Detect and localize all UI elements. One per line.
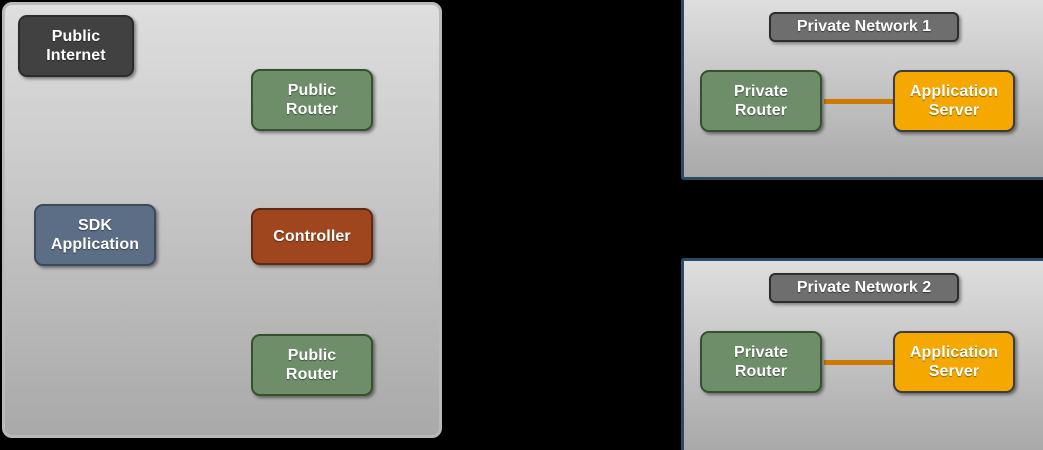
- private-network-1-badge-label: Private Network 1: [796, 18, 932, 35]
- node-private-router-2-line2: Router: [734, 363, 788, 380]
- node-application-server-2-line2: Server: [928, 363, 980, 380]
- node-application-server-1-line1: Application: [909, 83, 999, 100]
- node-private-router-1-label: Private Router: [734, 82, 788, 120]
- node-application-server-2-label: Application Server: [910, 343, 998, 381]
- node-application-server-2-line1: Application: [909, 344, 999, 361]
- node-sdk-application[interactable]: SDK Application: [34, 204, 156, 266]
- node-sdk-application-line1: SDK: [77, 217, 113, 234]
- node-public-internet-line2: Internet: [46, 47, 106, 64]
- node-public-router-top-label: Public Router: [286, 81, 338, 119]
- node-sdk-application-line2: Application: [50, 236, 140, 253]
- node-private-router-1[interactable]: Private Router: [700, 70, 822, 132]
- private-network-2-badge-label: Private Network 2: [796, 279, 932, 296]
- link-private-router-1-to-application-server-1: [824, 99, 904, 104]
- node-private-router-1-line1: Private: [733, 83, 789, 100]
- node-private-router-2-label: Private Router: [734, 343, 788, 381]
- node-public-router-bottom-line2: Router: [285, 366, 339, 383]
- node-public-router-top[interactable]: Public Router: [251, 69, 373, 131]
- node-controller[interactable]: Controller: [251, 208, 373, 265]
- node-public-router-bottom-line1: Public: [287, 347, 337, 364]
- node-private-router-2-line1: Private: [733, 344, 789, 361]
- node-public-router-top-line2: Router: [285, 101, 339, 118]
- node-public-internet[interactable]: Public Internet: [18, 15, 134, 77]
- public-zone-panel: Public Internet Public Router SDK Applic…: [2, 2, 442, 438]
- private-network-1-panel: Private Network 1 Private Router Applica…: [681, 0, 1043, 180]
- private-network-2-panel: Private Network 2 Private Router Applica…: [681, 258, 1043, 450]
- node-application-server-1[interactable]: Application Server: [893, 70, 1015, 132]
- node-private-router-1-line2: Router: [734, 102, 788, 119]
- node-public-router-top-line1: Public: [287, 82, 337, 99]
- node-application-server-1-line2: Server: [928, 102, 980, 119]
- node-public-router-bottom-label: Public Router: [286, 346, 338, 384]
- node-application-server-2[interactable]: Application Server: [893, 331, 1015, 393]
- node-public-internet-label: Public Internet: [46, 27, 105, 65]
- node-sdk-application-label: SDK Application: [51, 216, 139, 254]
- link-private-router-2-to-application-server-2: [824, 360, 904, 365]
- node-application-server-1-label: Application Server: [910, 82, 998, 120]
- private-network-1-badge: Private Network 1: [769, 12, 959, 42]
- private-network-2-badge: Private Network 2: [769, 273, 959, 303]
- node-public-internet-line1: Public: [51, 28, 101, 45]
- node-public-router-bottom[interactable]: Public Router: [251, 334, 373, 396]
- node-controller-label: Controller: [273, 228, 351, 245]
- node-private-router-2[interactable]: Private Router: [700, 331, 822, 393]
